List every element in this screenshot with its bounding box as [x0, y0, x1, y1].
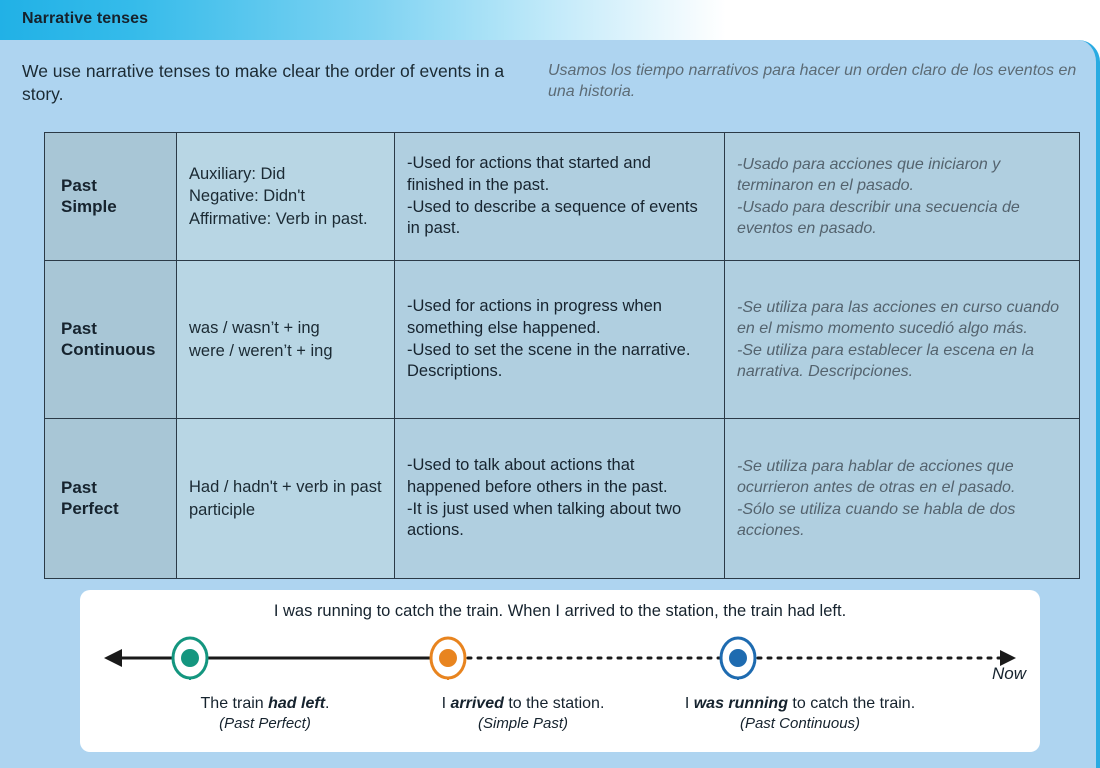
page-title: Narrative tenses	[22, 10, 149, 27]
use-text-english: -Used to talk about actions that happene…	[407, 455, 682, 540]
use-text-english: -Used for actions that started and finis…	[407, 153, 698, 238]
cell-use-spanish: -Se utiliza para hablar de acciones que …	[724, 418, 1080, 579]
timeline-example-sentence: I was running to catch the train. When I…	[273, 602, 847, 620]
cell-use-spanish: -Se utiliza para las acciones en curso c…	[724, 260, 1080, 419]
timeline-event-label-1: The train had left. (Past Perfect)	[90, 694, 440, 734]
timeline-svg	[104, 636, 1016, 680]
cell-form: Had / hadn't + verb in past participle	[176, 418, 395, 579]
timeline-marker-dot-blue	[729, 649, 747, 667]
timeline-event-label-3: I was running to catch the train. (Past …	[590, 694, 1010, 734]
form-text: Had / hadn't + verb in past participle	[189, 478, 382, 519]
intro-text-spanish: Usamos los tiempo narrativos para hacer …	[548, 62, 1077, 101]
header-bar: Narrative tenses	[0, 0, 1100, 40]
now-label: Now	[991, 664, 1026, 683]
use-text-spanish: -Usado para acciones que iniciaron y ter…	[737, 155, 1020, 237]
arrow-left-icon	[104, 649, 122, 667]
cell-use-english: -Used for actions in progress when somet…	[394, 260, 725, 419]
event-text-1: The train had left.	[200, 695, 330, 712]
event-tense-2: (Simple Past)	[477, 715, 569, 733]
cell-use-english: -Used to talk about actions that happene…	[394, 418, 725, 579]
cell-use-english: -Used for actions that started and finis…	[394, 132, 725, 261]
event-text-2: I arrived to the station.	[441, 695, 605, 712]
use-text-spanish: -Se utiliza para hablar de acciones que …	[737, 457, 1016, 539]
event-tense-3: (Past Continuous)	[739, 715, 861, 733]
event-tense-1: (Past Perfect)	[219, 715, 311, 733]
use-text-english: -Used for actions in progress when somet…	[407, 296, 691, 381]
timeline-event-label-2: I arrived to the station. (Simple Past)	[348, 694, 698, 734]
event-text-3: I was running to catch the train.	[684, 695, 916, 712]
timeline-axis	[80, 636, 1040, 680]
cell-use-spanish: -Usado para acciones que iniciaron y ter…	[724, 132, 1080, 261]
timeline-marker-dot-green	[181, 649, 199, 667]
intro-text-english: We use narrative tenses to make clear th…	[22, 61, 505, 105]
arrow-right-icon	[1000, 650, 1016, 666]
use-text-spanish: -Se utiliza para las acciones en curso c…	[737, 298, 1059, 380]
timeline-labels: The train had left. (Past Perfect) I arr…	[80, 694, 1040, 752]
timeline-marker-dot-orange	[439, 649, 457, 667]
timeline-card: I was running to catch the train. When I…	[80, 590, 1040, 752]
